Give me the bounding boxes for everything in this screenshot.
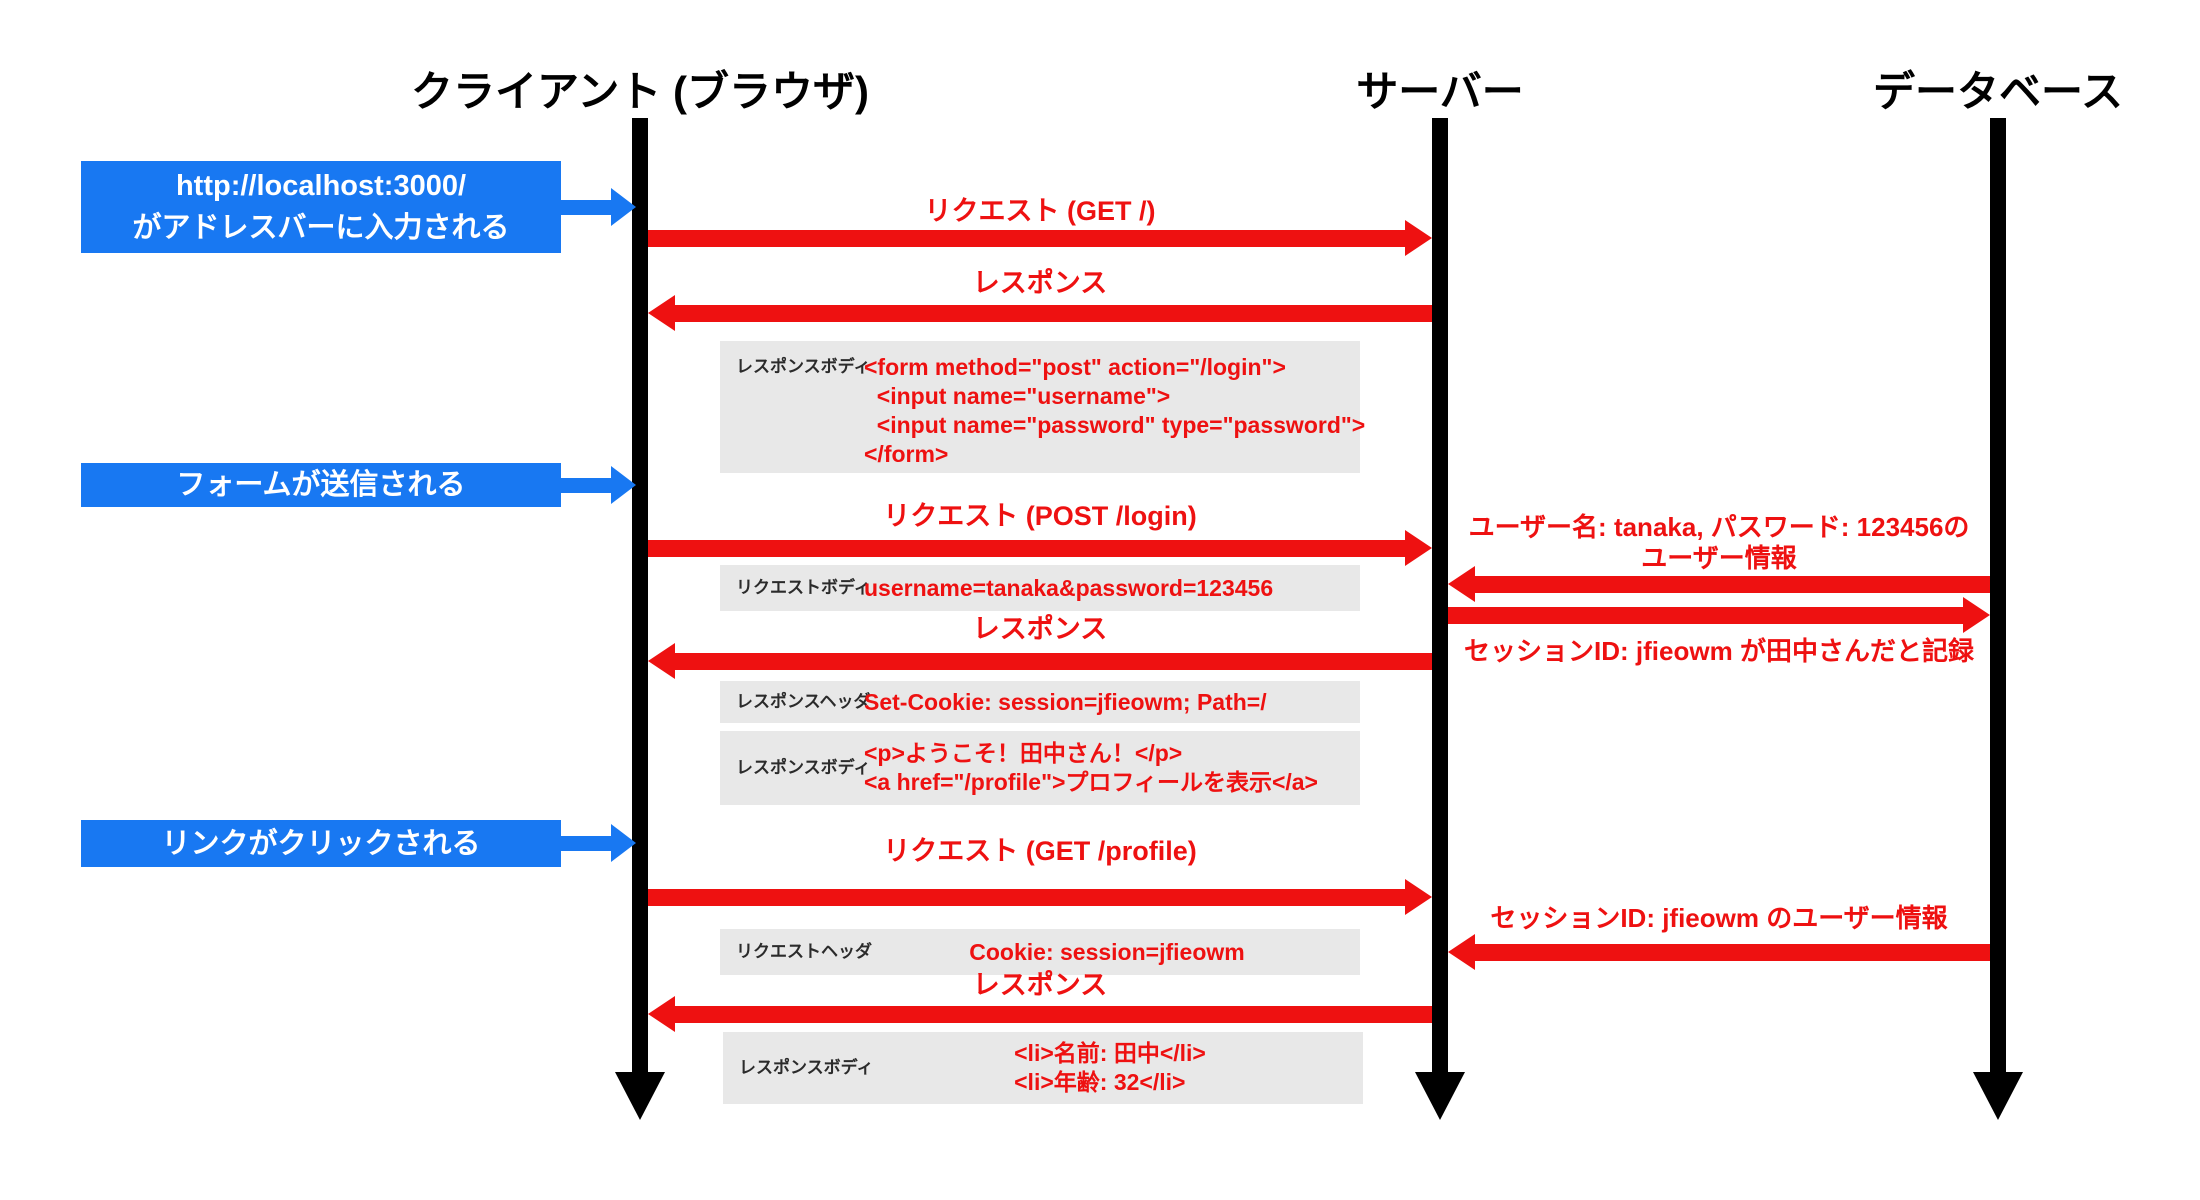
- response-arrowhead-icon: [648, 996, 675, 1032]
- response-arrow: [674, 653, 1432, 670]
- event-arrowhead-icon: [611, 466, 636, 504]
- db-response-arrow: [1474, 944, 1990, 961]
- message-label-response: レスポンス: [972, 614, 1108, 644]
- code-line: Set-Cookie: session=jfieowm; Path=/: [864, 688, 1267, 715]
- payload-label: リクエストヘッダ: [736, 942, 872, 961]
- response-arrow: [674, 305, 1432, 322]
- event-arrow: [561, 836, 611, 851]
- message-label-request-get-profile: リクエスト (GET /profile): [883, 836, 1197, 866]
- db-message-label-user-lookup: ユーザー名: tanaka, パスワード: 123456の ユーザー情報: [1448, 512, 1990, 574]
- payload-box-response-body-profile: レスポンスボディ <li>名前: 田中</li> <li>年齢: 32</li>: [723, 1032, 1363, 1104]
- lifeline-client-arrowhead-icon: [615, 1072, 665, 1120]
- message-label-request-post-login: リクエスト (POST /login): [883, 501, 1197, 531]
- lifeline-client: [632, 118, 648, 1072]
- code-line: Cookie: session=jfieowm: [969, 938, 1245, 965]
- code-line: <li>名前: 田中</li>: [1014, 1040, 1206, 1066]
- event-text: がアドレスバーに入力される: [132, 212, 510, 244]
- payload-box-request-header: リクエストヘッダ Cookie: session=jfieowm: [720, 929, 1360, 975]
- code-line: <a href="/profile">プロフィールを表示</a>: [864, 769, 1318, 795]
- code-line: <input name="username">: [864, 383, 1171, 409]
- lifeline-server: [1432, 118, 1448, 1072]
- event-arrowhead-icon: [611, 824, 636, 862]
- event-arrow: [561, 200, 611, 215]
- payload-label: レスポンスボディ: [736, 357, 871, 376]
- event-arrow: [561, 478, 611, 493]
- code-line: username=tanaka&password=123456: [864, 574, 1274, 601]
- request-arrowhead-icon: [1405, 879, 1432, 915]
- message-label-response: レスポンス: [972, 970, 1108, 1000]
- code-line: <form method="post" action="/login">: [864, 354, 1286, 380]
- payload-label: レスポンスボディ: [739, 1058, 874, 1077]
- event-box-link-clicked: リンクがクリックされる: [81, 820, 561, 867]
- db-response-arrowhead-icon: [1448, 934, 1475, 970]
- request-arrow: [648, 889, 1406, 906]
- payload-box-request-body: リクエストボディ username=tanaka&password=123456: [720, 565, 1360, 611]
- payload-box-response-body-form: レスポンスボディ <form method="post" action="/lo…: [720, 341, 1365, 473]
- code-line: <li>年齢: 32</li>: [1014, 1069, 1186, 1095]
- db-request-arrowhead-icon: [1963, 597, 1990, 633]
- actor-title-client: クライアント (ブラウザ): [411, 68, 869, 115]
- payload-label: レスポンスヘッダ: [736, 692, 871, 711]
- lifeline-server-arrowhead-icon: [1415, 1072, 1465, 1120]
- lifeline-database: [1990, 118, 2006, 1072]
- db-message-line: ユーザー名: tanaka, パスワード: 123456の: [1468, 512, 1970, 542]
- event-arrowhead-icon: [611, 188, 636, 226]
- db-response-arrow: [1474, 576, 1990, 593]
- message-label-request-get-root: リクエスト (GET /): [924, 196, 1156, 226]
- db-response-arrowhead-icon: [1448, 566, 1475, 602]
- response-arrowhead-icon: [648, 643, 675, 679]
- actor-title-server: サーバー: [1356, 68, 1524, 115]
- event-text: リンクがクリックされる: [161, 827, 481, 860]
- db-message-label-session-record: セッションID: jfieowm が田中さんだと記録: [1464, 636, 1974, 666]
- event-text: フォームが送信される: [176, 469, 466, 501]
- request-arrowhead-icon: [1405, 530, 1432, 566]
- payload-label: リクエストボディ: [736, 578, 871, 597]
- response-arrow: [674, 1006, 1432, 1023]
- db-message-line: ユーザー情報: [1641, 543, 1797, 573]
- event-text: http://localhost:3000/: [175, 170, 467, 202]
- db-request-arrow: [1448, 607, 1964, 624]
- request-arrow: [648, 540, 1406, 557]
- event-box-form-submitted: フォームが送信される: [81, 463, 561, 507]
- request-arrowhead-icon: [1405, 220, 1432, 256]
- code-line: </form>: [864, 441, 949, 467]
- request-arrow: [648, 230, 1406, 247]
- payload-box-response-body-welcome: レスポンスボディ <p>ようこそ！田中さん！</p> <a href="/pro…: [720, 731, 1360, 805]
- event-box-url-entered: http://localhost:3000/ がアドレスバーに入力される: [81, 161, 561, 253]
- actor-title-database: データベース: [1873, 68, 2123, 115]
- db-message-label-session-lookup: セッションID: jfieowm のユーザー情報: [1490, 903, 1948, 933]
- message-label-response: レスポンス: [972, 268, 1108, 298]
- lifeline-database-arrowhead-icon: [1973, 1072, 2023, 1120]
- code-line: <input name="password" type="password">: [864, 412, 1366, 438]
- payload-label: レスポンスボディ: [736, 758, 871, 777]
- code-line: <p>ようこそ！田中さん！</p>: [864, 740, 1183, 766]
- response-arrowhead-icon: [648, 295, 675, 331]
- payload-box-response-header: レスポンスヘッダ Set-Cookie: session=jfieowm; Pa…: [720, 681, 1360, 723]
